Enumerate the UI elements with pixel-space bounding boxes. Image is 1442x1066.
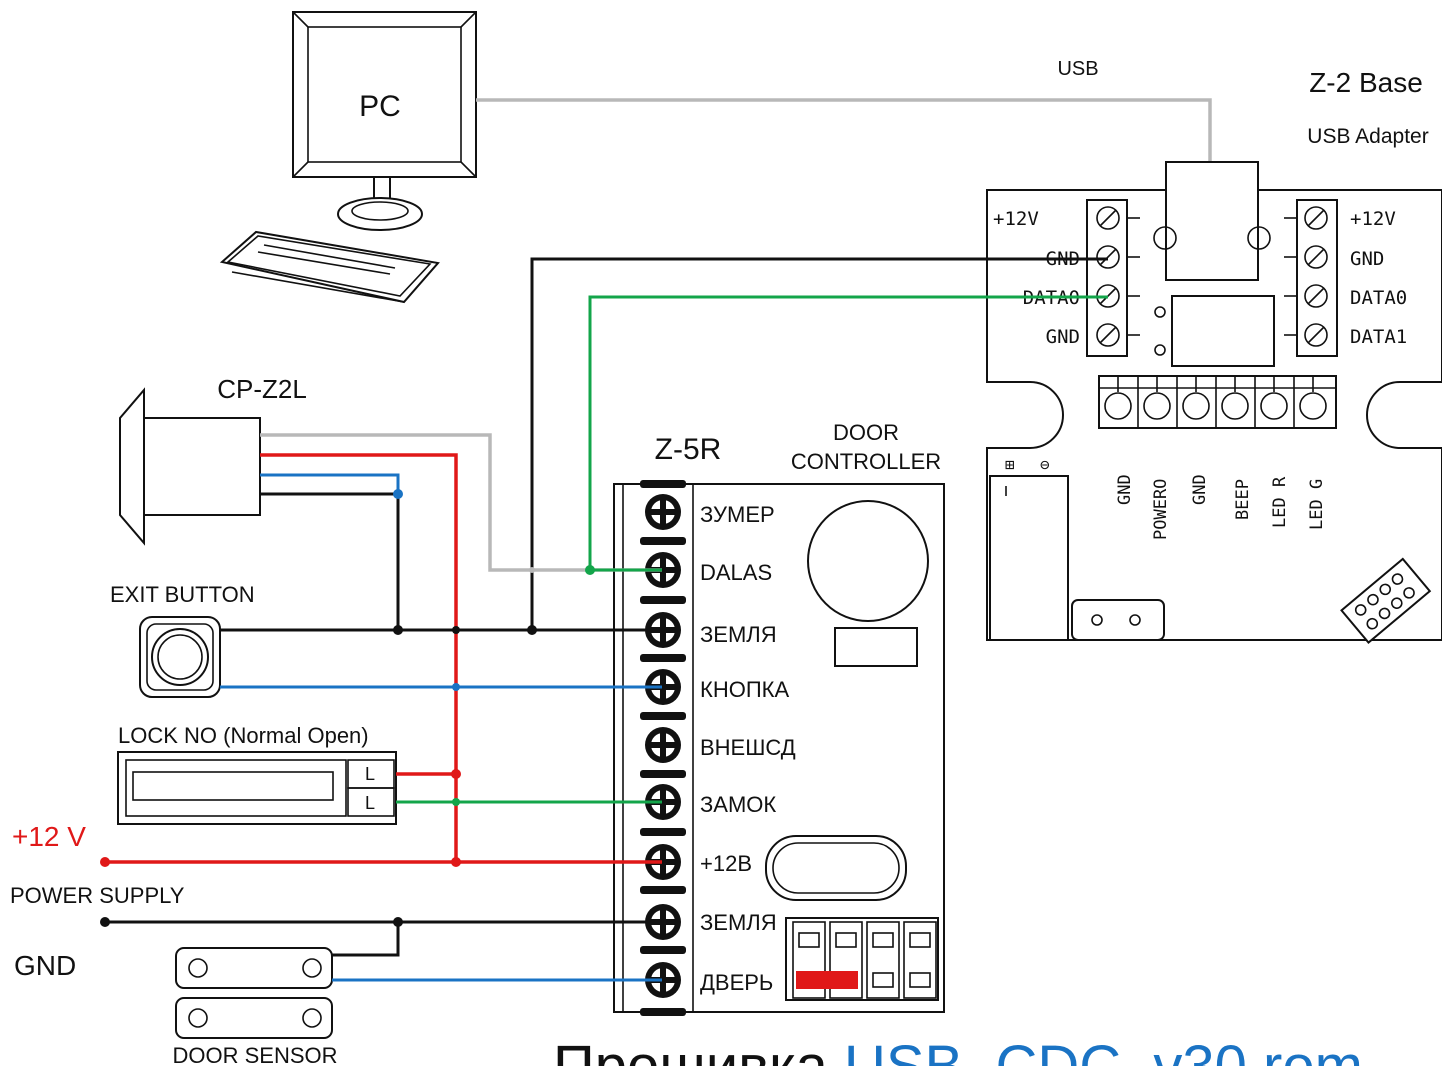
pc-computer-icon [219,11,477,304]
terminal-screw-icon [645,612,681,648]
terminal-separator [640,712,686,720]
exit-button-icon [139,616,221,698]
svg-text:⊞: ⊞ [1005,455,1015,474]
door-sensor-label: DOOR SENSOR [172,1043,337,1066]
lock-icon [117,751,397,825]
lock-label: LOCK NO (Normal Open) [118,723,369,748]
controller-terminal-4: КНОПКА [700,677,789,702]
lock-pin-2-label: L [365,793,375,813]
controller-terminal-block [640,480,686,1016]
junction-dot [585,565,595,575]
controller-subtitle-line2: CONTROLLER [791,449,941,474]
adapter-title: Z-2 Base [1309,67,1423,98]
terminal-screw-icon [645,962,681,998]
power-gnd-label: GND [14,950,76,981]
terminal-separator [640,596,686,604]
firmware-link[interactable]: USB_CDC_v30.rom [844,1034,1363,1066]
wire-reader-ground [260,492,400,630]
terminal-separator [640,1008,686,1016]
adapter-right-terminal-2: GND [1350,248,1384,270]
terminal-separator [640,828,686,836]
controller-terminal-7: +12В [700,851,752,876]
junction-dot [452,683,460,691]
junction-dot [100,917,110,927]
power-plus-label: +12 V [12,821,86,852]
adapter-bottom-terminal-5: LED R [1270,476,1290,528]
usb-cable [476,98,1212,165]
wire-reader-power [260,453,458,862]
adapter-bottom-terminal-4: BEEP [1233,479,1253,520]
firmware-caption-prefix: Прошивка [553,1034,844,1066]
firmware-caption: Прошивка USB_CDC_v30.rom [553,1034,1363,1066]
controller-terminal-5: ВНЕШСД [700,735,796,760]
pc-label: PC [359,90,401,123]
junction-dot [100,857,110,867]
svg-text:⊖: ⊖ [1040,455,1050,474]
controller-terminal-3: ЗЕМЛЯ [700,622,777,647]
reader-cp-z2l-icon [119,387,261,546]
adapter-left-terminal-4: GND [1046,326,1080,348]
power-supply-label: POWER SUPPLY [10,883,185,908]
junction-dot [393,489,403,499]
junction-dot [529,567,535,573]
lock-pin-1-label: L [365,764,375,784]
controller-terminal-9: ДВЕРЬ [700,970,773,995]
terminal-screw-icon [645,727,681,763]
adapter-bottom-terminal-3: GND [1190,474,1210,505]
junction-dot [393,917,403,927]
junction-dot [393,625,403,635]
door-sensor-icon [175,947,333,1039]
terminal-separator [640,537,686,545]
junction-dot [527,625,537,635]
adapter-bottom-terminal-2: POWERO [1151,479,1171,540]
junction-dot [452,798,460,806]
wire-reader-blue [260,473,400,494]
adapter-right-terminal-4: DATA1 [1350,326,1407,348]
adapter-bottom-terminal-6: LED G [1307,479,1327,530]
terminal-separator [640,480,686,488]
z2-base-board: ⊞ ⊖ [986,161,1442,644]
terminal-screw-icon [645,494,681,530]
terminal-screw-icon [645,844,681,880]
terminal-screw-icon [645,784,681,820]
usb-label: USB [1057,58,1098,80]
junction-dot [452,626,460,634]
reader-label: CP-Z2L [217,374,307,404]
controller-terminal-1: ЗУМЕР [700,502,775,527]
adapter-subtitle: USB Adapter [1307,125,1428,148]
controller-terminal-8: ЗЕМЛЯ [700,910,777,935]
controller-title: Z-5R [655,433,722,466]
wire-sensor-ground [332,922,400,957]
controller-terminal-2: DALAS [700,560,772,585]
terminal-screw-icon [645,552,681,588]
terminal-separator [640,886,686,894]
adapter-bottom-terminal-1: GND [1115,474,1135,505]
controller-terminal-6: ЗАМОК [700,792,776,817]
terminal-screw-icon [645,669,681,705]
terminal-separator [640,770,686,778]
adapter-right-terminal-3: DATA0 [1350,287,1407,309]
terminal-separator [640,946,686,954]
controller-subtitle-line1: DOOR [833,420,899,445]
wire-adapter-data0 [588,295,1108,572]
wire-adapter-gnd [530,257,1108,630]
exit-button-label: EXIT BUTTON [110,582,255,607]
wire-reader-data [260,433,662,572]
adapter-right-terminal-1: +12V [1350,208,1396,230]
junction-dot [451,857,461,867]
terminal-separator [640,654,686,662]
terminal-screw-icon [645,904,681,940]
junction-dot [451,769,461,779]
adapter-left-terminal-1: +12V [993,208,1039,230]
